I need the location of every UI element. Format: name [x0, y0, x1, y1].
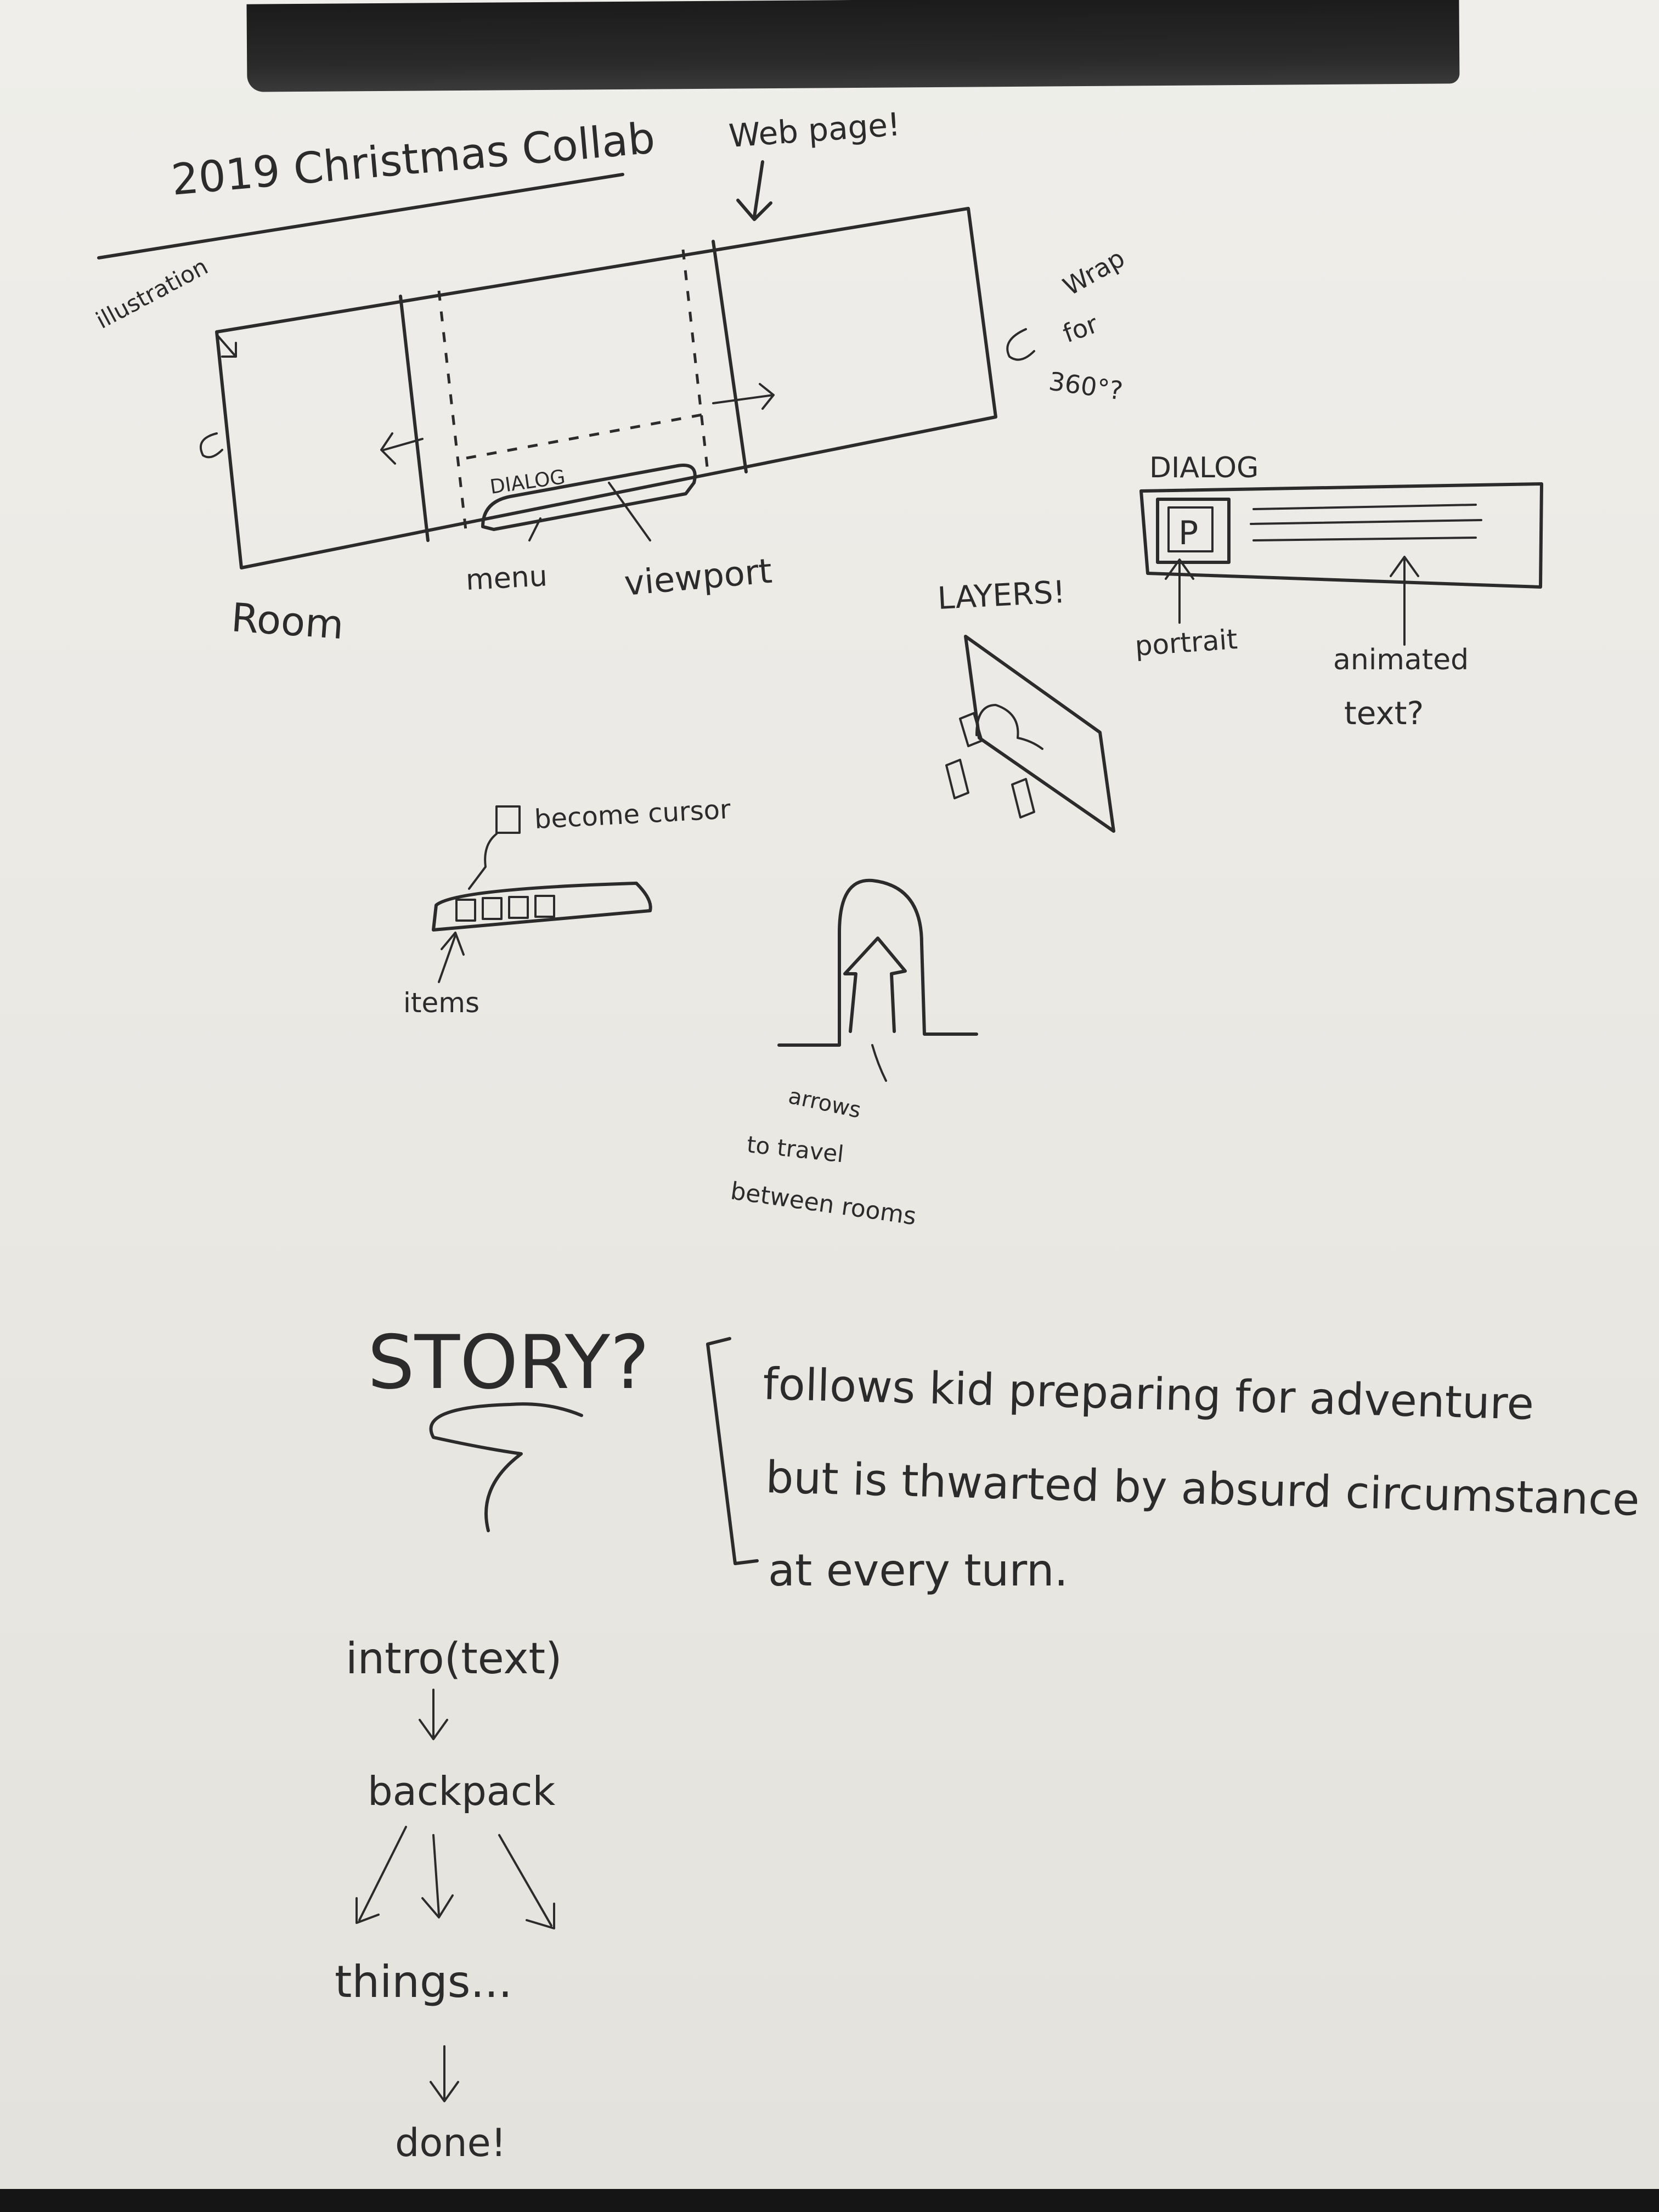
flow-arrow-3 [430, 2045, 459, 2102]
dark-edge-bottom [0, 2189, 1659, 2212]
mini-dialog-box [481, 464, 697, 531]
label-wrap: Wrap [1058, 243, 1130, 302]
story-heading: STORY? [368, 1319, 650, 1406]
flow-step-intro: intro(text) [346, 1634, 562, 1684]
label-illustration: illustration [92, 253, 212, 334]
arrow-illustration [216, 334, 237, 358]
portrait-letter: P [1178, 514, 1198, 552]
arrow-right [712, 383, 775, 410]
story-line-3: at every turn. [768, 1545, 1068, 1596]
cursor-curve [468, 833, 498, 890]
flow-step-things: things... [335, 1956, 512, 2007]
dialog-text-lines [1250, 504, 1482, 541]
label-360: 360°? [1047, 366, 1124, 405]
story-line-2: but is thwarted by absurd circumstance [765, 1452, 1640, 1526]
cursor-box-icon [495, 805, 521, 834]
travel-arrow-icon [843, 936, 907, 1033]
layer-fragment-2 [945, 759, 969, 799]
item-slot-4 [534, 895, 555, 918]
arrow-portrait [1165, 558, 1194, 624]
label-arrows-1: arrows [786, 1084, 863, 1124]
label-become-cursor: become cursor [534, 794, 732, 835]
layer-fragment-1 [959, 712, 983, 747]
label-layers: LAYERS! [936, 574, 1066, 617]
flow-arrow-2b [421, 1834, 454, 1918]
label-for: for [1059, 309, 1102, 348]
viewport-right-edge [681, 249, 709, 472]
viewport-left-edge [437, 290, 468, 535]
wrap-loop-right [1006, 328, 1035, 361]
arrow-left [380, 432, 424, 465]
divider-right [712, 240, 748, 473]
item-slot-2 [482, 897, 503, 920]
arrow-items [438, 932, 465, 983]
story-squiggle [429, 1402, 583, 1532]
items-bar [432, 882, 652, 932]
portrait-frame [1156, 498, 1231, 564]
story-line-1: follows kid preparing for adventure [763, 1358, 1535, 1430]
doorway [777, 878, 978, 1047]
label-menu: menu [465, 560, 548, 597]
flow-step-done: done! [395, 2120, 506, 2165]
label-web-page: Web page! [727, 105, 901, 155]
item-slot-3 [508, 896, 529, 919]
layer-scene-doodle [975, 704, 1043, 750]
title-underline [97, 173, 624, 259]
story-bracket [706, 1337, 759, 1565]
flow-arrow-2c [498, 1834, 555, 1929]
label-text-q: text? [1344, 695, 1424, 732]
layer-plane [964, 635, 1115, 833]
dialog-title: DIALOG [1149, 452, 1259, 484]
label-arrows-3: between rooms [729, 1177, 918, 1231]
flow-arrow-2a [356, 1826, 407, 1924]
label-room: Room [230, 594, 345, 648]
flow-step-backpack: backpack [368, 1768, 556, 1814]
arrow-animated [1390, 556, 1419, 646]
label-animated: animated [1333, 644, 1469, 676]
viewport-pointer [608, 482, 651, 541]
dialog-box [1139, 482, 1543, 589]
arrow-web-page [736, 160, 772, 221]
viewport-top-edge [466, 413, 706, 460]
item-slot-1 [455, 899, 476, 922]
menu-pointer [528, 517, 541, 541]
label-viewport: viewport [623, 551, 774, 603]
wrap-loop-left [200, 432, 223, 459]
portrait-inner [1167, 506, 1214, 552]
arrow-arrows [871, 1044, 887, 1082]
page-title: 2019 Christmas Collab [170, 114, 657, 205]
label-arrows-2: to travel [746, 1131, 845, 1167]
flow-arrow-1 [419, 1689, 448, 1740]
divider-left [399, 295, 430, 542]
room-strip [215, 207, 997, 569]
label-portrait: portrait [1134, 623, 1239, 662]
layer-fragment-3 [1011, 778, 1035, 819]
label-items: items [403, 987, 479, 1019]
